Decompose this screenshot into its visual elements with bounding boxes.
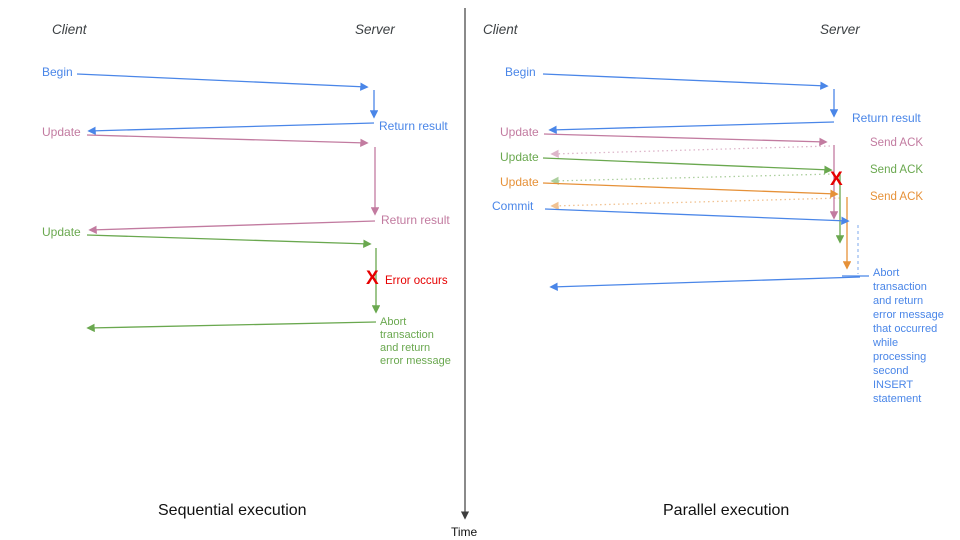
right-return-result-label: Return result — [852, 111, 921, 125]
left-error-occurs-label: Error occurs — [385, 275, 448, 287]
left-begin-label: Begin — [42, 65, 73, 79]
left-client-header: Client — [52, 22, 87, 37]
left-abort-return-arrow — [86, 321, 377, 333]
right-send-ack-1-label: Send ACK — [870, 137, 924, 149]
left-update-1-arrow — [86, 134, 369, 148]
right-abort-message: Abort transaction and return error messa… — [873, 267, 944, 405]
right-panel-caption: Parallel execution — [663, 502, 790, 519]
left-panel-caption: Sequential execution — [158, 502, 307, 519]
right-update-3-arrow — [542, 182, 839, 198]
left-update-2-label: Update — [42, 225, 81, 239]
right-server-header: Server — [820, 22, 860, 37]
right-return-result-arrow — [548, 121, 835, 135]
right-update-2-label: Update — [500, 150, 539, 164]
right-send-ack-2-label: Send ACK — [870, 164, 924, 176]
left-begin-arrow — [76, 73, 369, 91]
right-update-1-arrow — [543, 133, 828, 147]
left-abort-message: Abort transaction and return error messa… — [380, 316, 451, 367]
left-return-result-1-arrow — [87, 122, 375, 136]
right-send-ack-3-dotted-arrow — [550, 197, 841, 211]
left-error-x-icon: X — [366, 268, 379, 289]
left-update-2-arrow — [86, 234, 372, 249]
right-commit-arrow — [544, 208, 850, 225]
left-return-result-1-label: Return result — [379, 119, 448, 133]
right-update-3-label: Update — [500, 175, 539, 189]
right-client-header: Client — [483, 22, 518, 37]
right-send-ack-3-label: Send ACK — [870, 191, 924, 203]
right-error-x-icon: X — [830, 169, 843, 190]
left-return-result-2-label: Return result — [381, 213, 450, 227]
right-send-ack-2-dotted-arrow — [550, 173, 835, 186]
right-update-1-label: Update — [500, 125, 539, 139]
left-server-header: Server — [355, 22, 395, 37]
right-begin-arrow — [542, 73, 829, 90]
right-update-2-arrow — [542, 157, 833, 174]
time-axis-label: Time — [451, 525, 478, 539]
right-abort-return-arrow — [549, 276, 861, 292]
left-update-1-label: Update — [42, 125, 81, 139]
right-begin-label: Begin — [505, 65, 536, 79]
right-commit-label: Commit — [492, 199, 534, 213]
right-send-ack-1-dotted-arrow — [550, 145, 831, 159]
left-return-result-2-arrow — [88, 220, 376, 235]
